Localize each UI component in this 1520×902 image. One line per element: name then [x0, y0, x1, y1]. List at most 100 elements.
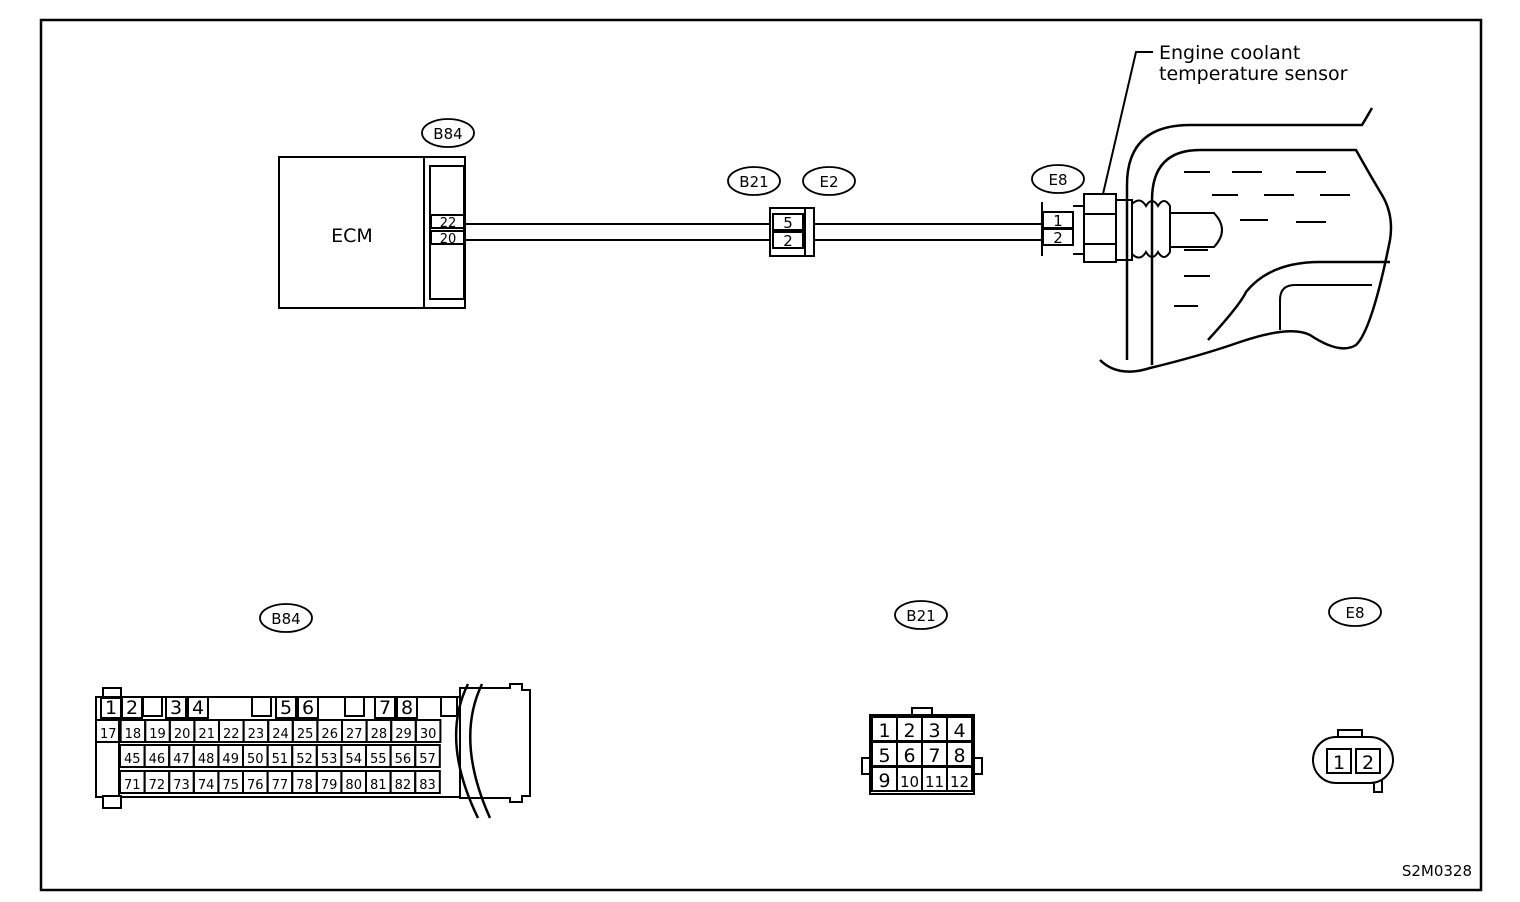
svg-text:4: 4	[953, 720, 965, 742]
svg-text:50: 50	[247, 752, 264, 767]
sensor-label-line1: Engine coolant	[1159, 42, 1300, 64]
svg-text:78: 78	[296, 778, 313, 793]
svg-text:29: 29	[395, 727, 412, 742]
svg-text:6: 6	[903, 745, 915, 767]
svg-text:7: 7	[928, 745, 940, 767]
coolant-sensor-body	[1083, 193, 1223, 263]
svg-text:53: 53	[321, 752, 338, 767]
svg-text:8: 8	[953, 745, 965, 767]
svg-text:72: 72	[149, 778, 166, 793]
svg-text:46: 46	[149, 752, 166, 767]
e8-face-view: 1 2	[1312, 729, 1394, 793]
e8-face-pin-1: 1	[1333, 752, 1345, 774]
sensor-pin-2: 2	[1053, 229, 1063, 247]
svg-text:10: 10	[900, 773, 919, 791]
b84-face-tag: B84	[259, 603, 313, 633]
b84-key-slot	[251, 697, 272, 717]
b21-face-tag: B21	[894, 600, 948, 630]
svg-text:51: 51	[272, 752, 289, 767]
svg-text:8: 8	[401, 697, 413, 719]
ecm-pin-20: 20	[440, 232, 457, 247]
engine-water-jacket	[1099, 107, 1393, 373]
sensor-pin-1: 1	[1053, 212, 1063, 230]
svg-text:B84: B84	[433, 125, 462, 143]
svg-text:49: 49	[222, 752, 239, 767]
svg-text:3: 3	[928, 720, 940, 742]
svg-text:27: 27	[346, 727, 363, 742]
b84-pin-57: 57	[414, 744, 441, 768]
joint-pin-2: 2	[783, 232, 793, 250]
svg-text:3: 3	[170, 697, 182, 719]
svg-text:1: 1	[105, 697, 117, 719]
diagram-frame	[39, 18, 1483, 892]
b21-pin-12: 12	[946, 766, 973, 792]
svg-text:5: 5	[878, 745, 890, 767]
svg-text:2: 2	[126, 697, 138, 719]
svg-text:52: 52	[296, 752, 313, 767]
svg-text:22: 22	[223, 727, 240, 742]
b84-pin-83: 83	[414, 770, 441, 794]
svg-text:80: 80	[345, 778, 362, 793]
harness-ecm-to-b21	[464, 223, 770, 241]
svg-text:21: 21	[198, 727, 215, 742]
svg-text:17: 17	[100, 727, 117, 742]
svg-text:26: 26	[321, 727, 338, 742]
svg-text:71: 71	[124, 778, 141, 793]
e2-tag: E2	[802, 166, 856, 196]
b21-tag: B21	[727, 166, 781, 196]
svg-text:47: 47	[173, 752, 190, 767]
svg-text:E8: E8	[1345, 604, 1364, 622]
svg-text:81: 81	[370, 778, 387, 793]
svg-text:28: 28	[371, 727, 388, 742]
svg-text:24: 24	[272, 727, 289, 742]
svg-text:79: 79	[321, 778, 338, 793]
svg-text:20: 20	[174, 727, 191, 742]
sensor-callout: Engine coolant temperature sensor	[1102, 42, 1348, 195]
svg-text:2: 2	[903, 720, 915, 742]
e8-tag: E8	[1031, 164, 1085, 194]
b84-key-slot	[142, 697, 163, 717]
svg-text:73: 73	[173, 778, 190, 793]
svg-text:54: 54	[345, 752, 362, 767]
svg-text:30: 30	[420, 727, 437, 742]
e8-face-pin-2: 2	[1362, 752, 1374, 774]
svg-text:6: 6	[302, 697, 314, 719]
joint-connector-b21-e2: 5 2	[769, 207, 815, 257]
figure-id: S2M0328	[1402, 862, 1472, 880]
ecm-label: ECM	[331, 225, 373, 247]
svg-text:7: 7	[379, 697, 391, 719]
svg-text:77: 77	[272, 778, 289, 793]
b84-pin-7: 7	[374, 696, 396, 719]
svg-text:45: 45	[124, 752, 141, 767]
svg-text:5: 5	[280, 697, 292, 719]
svg-text:18: 18	[125, 727, 142, 742]
svg-text:82: 82	[395, 778, 412, 793]
b84-pin-8: 8	[396, 696, 418, 719]
ecm-pin-22: 22	[440, 216, 457, 231]
svg-text:B21: B21	[906, 607, 935, 625]
svg-text:75: 75	[222, 778, 239, 793]
e8-face-tag: E8	[1328, 597, 1382, 627]
svg-text:76: 76	[247, 778, 264, 793]
svg-text:B21: B21	[739, 173, 768, 191]
sensor-connector: 1 2	[1041, 202, 1084, 256]
svg-text:E2: E2	[819, 173, 838, 191]
svg-text:57: 57	[419, 752, 436, 767]
b84-pin-30: 30	[414, 719, 442, 743]
harness-e2-to-e8	[814, 223, 1042, 241]
svg-text:E8: E8	[1048, 171, 1067, 189]
svg-text:74: 74	[198, 778, 215, 793]
ecm-connector-tag: B84	[421, 118, 475, 148]
svg-text:1: 1	[878, 720, 890, 742]
svg-text:12: 12	[950, 773, 969, 791]
svg-text:B84: B84	[271, 610, 300, 628]
b84-pin-4: 4	[187, 696, 209, 719]
svg-text:56: 56	[395, 752, 412, 767]
svg-text:55: 55	[370, 752, 387, 767]
svg-text:4: 4	[192, 697, 204, 719]
svg-text:19: 19	[149, 727, 166, 742]
ecm-unit: ECM 22 20	[278, 156, 466, 309]
joint-pin-5: 5	[783, 214, 793, 232]
